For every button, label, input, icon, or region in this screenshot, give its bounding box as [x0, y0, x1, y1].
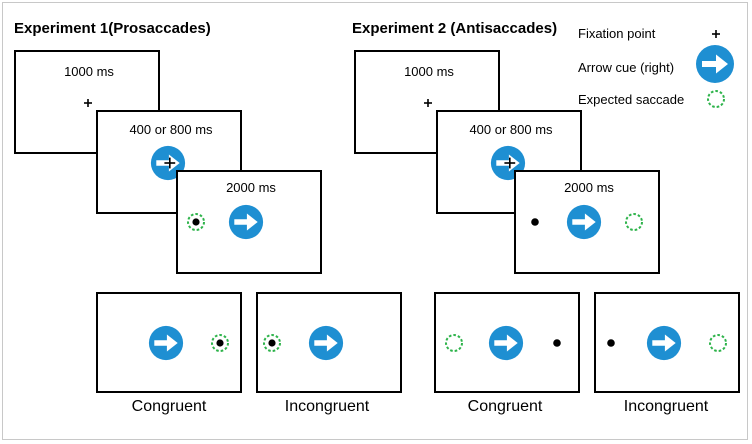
exp1-incongruent-screen — [256, 292, 402, 393]
legend-fixation-label: Fixation point — [578, 26, 656, 41]
arrow-cue-icon — [148, 325, 184, 361]
peripheral-dot-icon — [607, 339, 615, 347]
figure-frame — [2, 2, 748, 440]
fixation-cross-icon — [84, 99, 92, 107]
exp1-congruent-screen — [96, 292, 242, 393]
arrow-cue-icon — [308, 325, 344, 361]
saccade-target-icon — [211, 334, 229, 352]
saccade-target-icon — [187, 213, 205, 231]
legend-arrow-icon — [696, 45, 734, 83]
exp2-incongruent-caption: Incongruent — [623, 398, 709, 415]
exp1-congruent-caption: Congruent — [131, 398, 207, 415]
exp2-target-duration: 2000 ms — [564, 180, 614, 195]
exp2-fixation-screen: 1000 ms — [354, 50, 500, 154]
exp1-fixation-duration: 1000 ms — [64, 64, 114, 79]
arrow-cue-icon — [488, 325, 524, 361]
saccade-target-icon — [263, 334, 281, 352]
legend-saccade-icon — [707, 90, 725, 108]
exp2-incongruent-screen — [594, 292, 740, 393]
exp1-cue-duration: 400 or 800 ms — [129, 122, 213, 137]
expected-saccade-icon — [709, 334, 727, 352]
exp2-cue-duration: 400 or 800 ms — [469, 122, 553, 137]
expected-saccade-icon — [445, 334, 463, 352]
experiment2-title: Experiment 2 (Antisaccades) — [352, 20, 558, 37]
exp2-congruent-screen — [434, 292, 580, 393]
peripheral-dot-icon — [531, 218, 539, 226]
arrow-cue-icon — [566, 204, 602, 240]
legend-fixation-icon — [712, 30, 720, 38]
exp2-target-screen: 2000 ms — [514, 170, 660, 274]
experiment1-title: Experiment 1(Prosaccades) — [14, 20, 211, 37]
exp1-incongruent-caption: Incongruent — [284, 398, 370, 415]
exp2-congruent-caption: Congruent — [467, 398, 543, 415]
exp1-cue-screen: 400 or 800 ms — [96, 110, 242, 214]
legend-arrow-label: Arrow cue (right) — [578, 60, 675, 75]
legend-saccade-label: Expected saccade — [578, 92, 685, 107]
expected-saccade-icon — [625, 213, 643, 231]
peripheral-dot-icon — [553, 339, 561, 347]
exp1-target-duration: 2000 ms — [226, 180, 276, 195]
exp2-fixation-duration: 1000 ms — [404, 64, 454, 79]
arrow-cue-icon — [646, 325, 682, 361]
exp1-target-screen: 2000 ms — [176, 170, 322, 274]
arrow-cue-icon — [228, 204, 264, 240]
fixation-cross-icon — [424, 99, 432, 107]
